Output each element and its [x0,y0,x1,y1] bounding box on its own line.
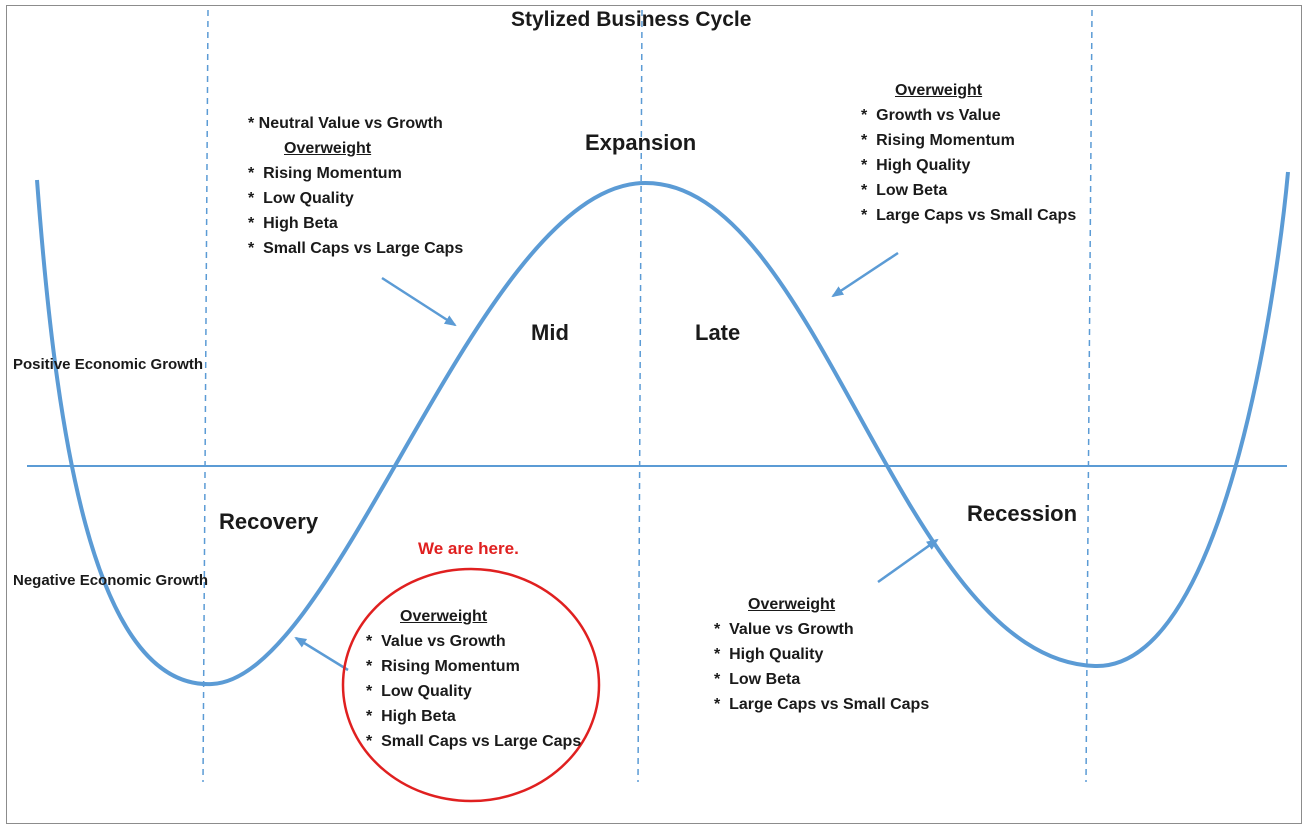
panel-late-item: Low Beta [861,178,1076,203]
panel-recovery-item: Value vs Growth [366,629,581,654]
panel-late: Overweight Growth vs Value Rising Moment… [861,78,1076,228]
panel-recession-item: High Quality [714,642,929,667]
panel-mid-heading: Overweight [284,140,372,157]
panel-late-heading: Overweight [895,82,983,99]
arrow-late [831,251,899,298]
panel-recovery-heading: Overweight [400,608,488,625]
panel-recession-item: Low Beta [714,667,929,692]
arrow-mid [381,276,457,327]
panel-mid: * Neutral Value vs Growth Overweight Ris… [248,111,463,261]
divider-peak [637,9,643,783]
panel-mid-item: Low Quality [248,186,463,211]
panel-recession: Overweight Value vs Growth High Quality … [714,592,929,717]
panel-recovery-item: Rising Momentum [366,654,581,679]
panel-late-item: Growth vs Value [861,103,1076,128]
panel-recovery: Overweight Value vs Growth Rising Moment… [366,604,581,754]
panel-mid-note: * Neutral Value vs Growth [248,115,443,132]
axis-label-positive: Positive Economic Growth [13,356,204,373]
panel-recovery-item: Small Caps vs Large Caps [366,729,581,754]
panel-late-item: Large Caps vs Small Caps [861,203,1076,228]
panel-mid-item: Rising Momentum [248,161,463,186]
phase-label-late: Late [695,320,741,345]
panel-mid-item: Small Caps vs Large Caps [248,236,463,261]
phase-label-mid: Mid [531,320,569,345]
diagram-title: Stylized Business Cycle [511,8,752,31]
panel-recession-heading: Overweight [748,596,836,613]
cycle-curve [35,171,1290,687]
phase-label-recovery: Recovery [219,509,319,534]
panel-late-item: High Quality [861,153,1076,178]
panel-recession-item: Large Caps vs Small Caps [714,692,929,717]
axis-label-negative: Negative Economic Growth [13,572,209,589]
panel-late-item: Rising Momentum [861,128,1076,153]
phase-label-recession: Recession [967,501,1078,526]
panel-recession-item: Value vs Growth [714,617,929,642]
phase-label-expansion: Expansion [585,130,697,155]
divider-trough [1085,9,1093,783]
panel-mid-item: High Beta [248,211,463,236]
panel-recovery-item: High Beta [366,704,581,729]
arrow-recession [877,538,939,584]
divider-recovery [202,9,209,783]
current-position-circle [341,567,601,803]
arrow-recovery [294,636,349,672]
current-position-label: We are here. [418,539,519,558]
diagram-frame [6,5,1302,824]
panel-recovery-item: Low Quality [366,679,581,704]
